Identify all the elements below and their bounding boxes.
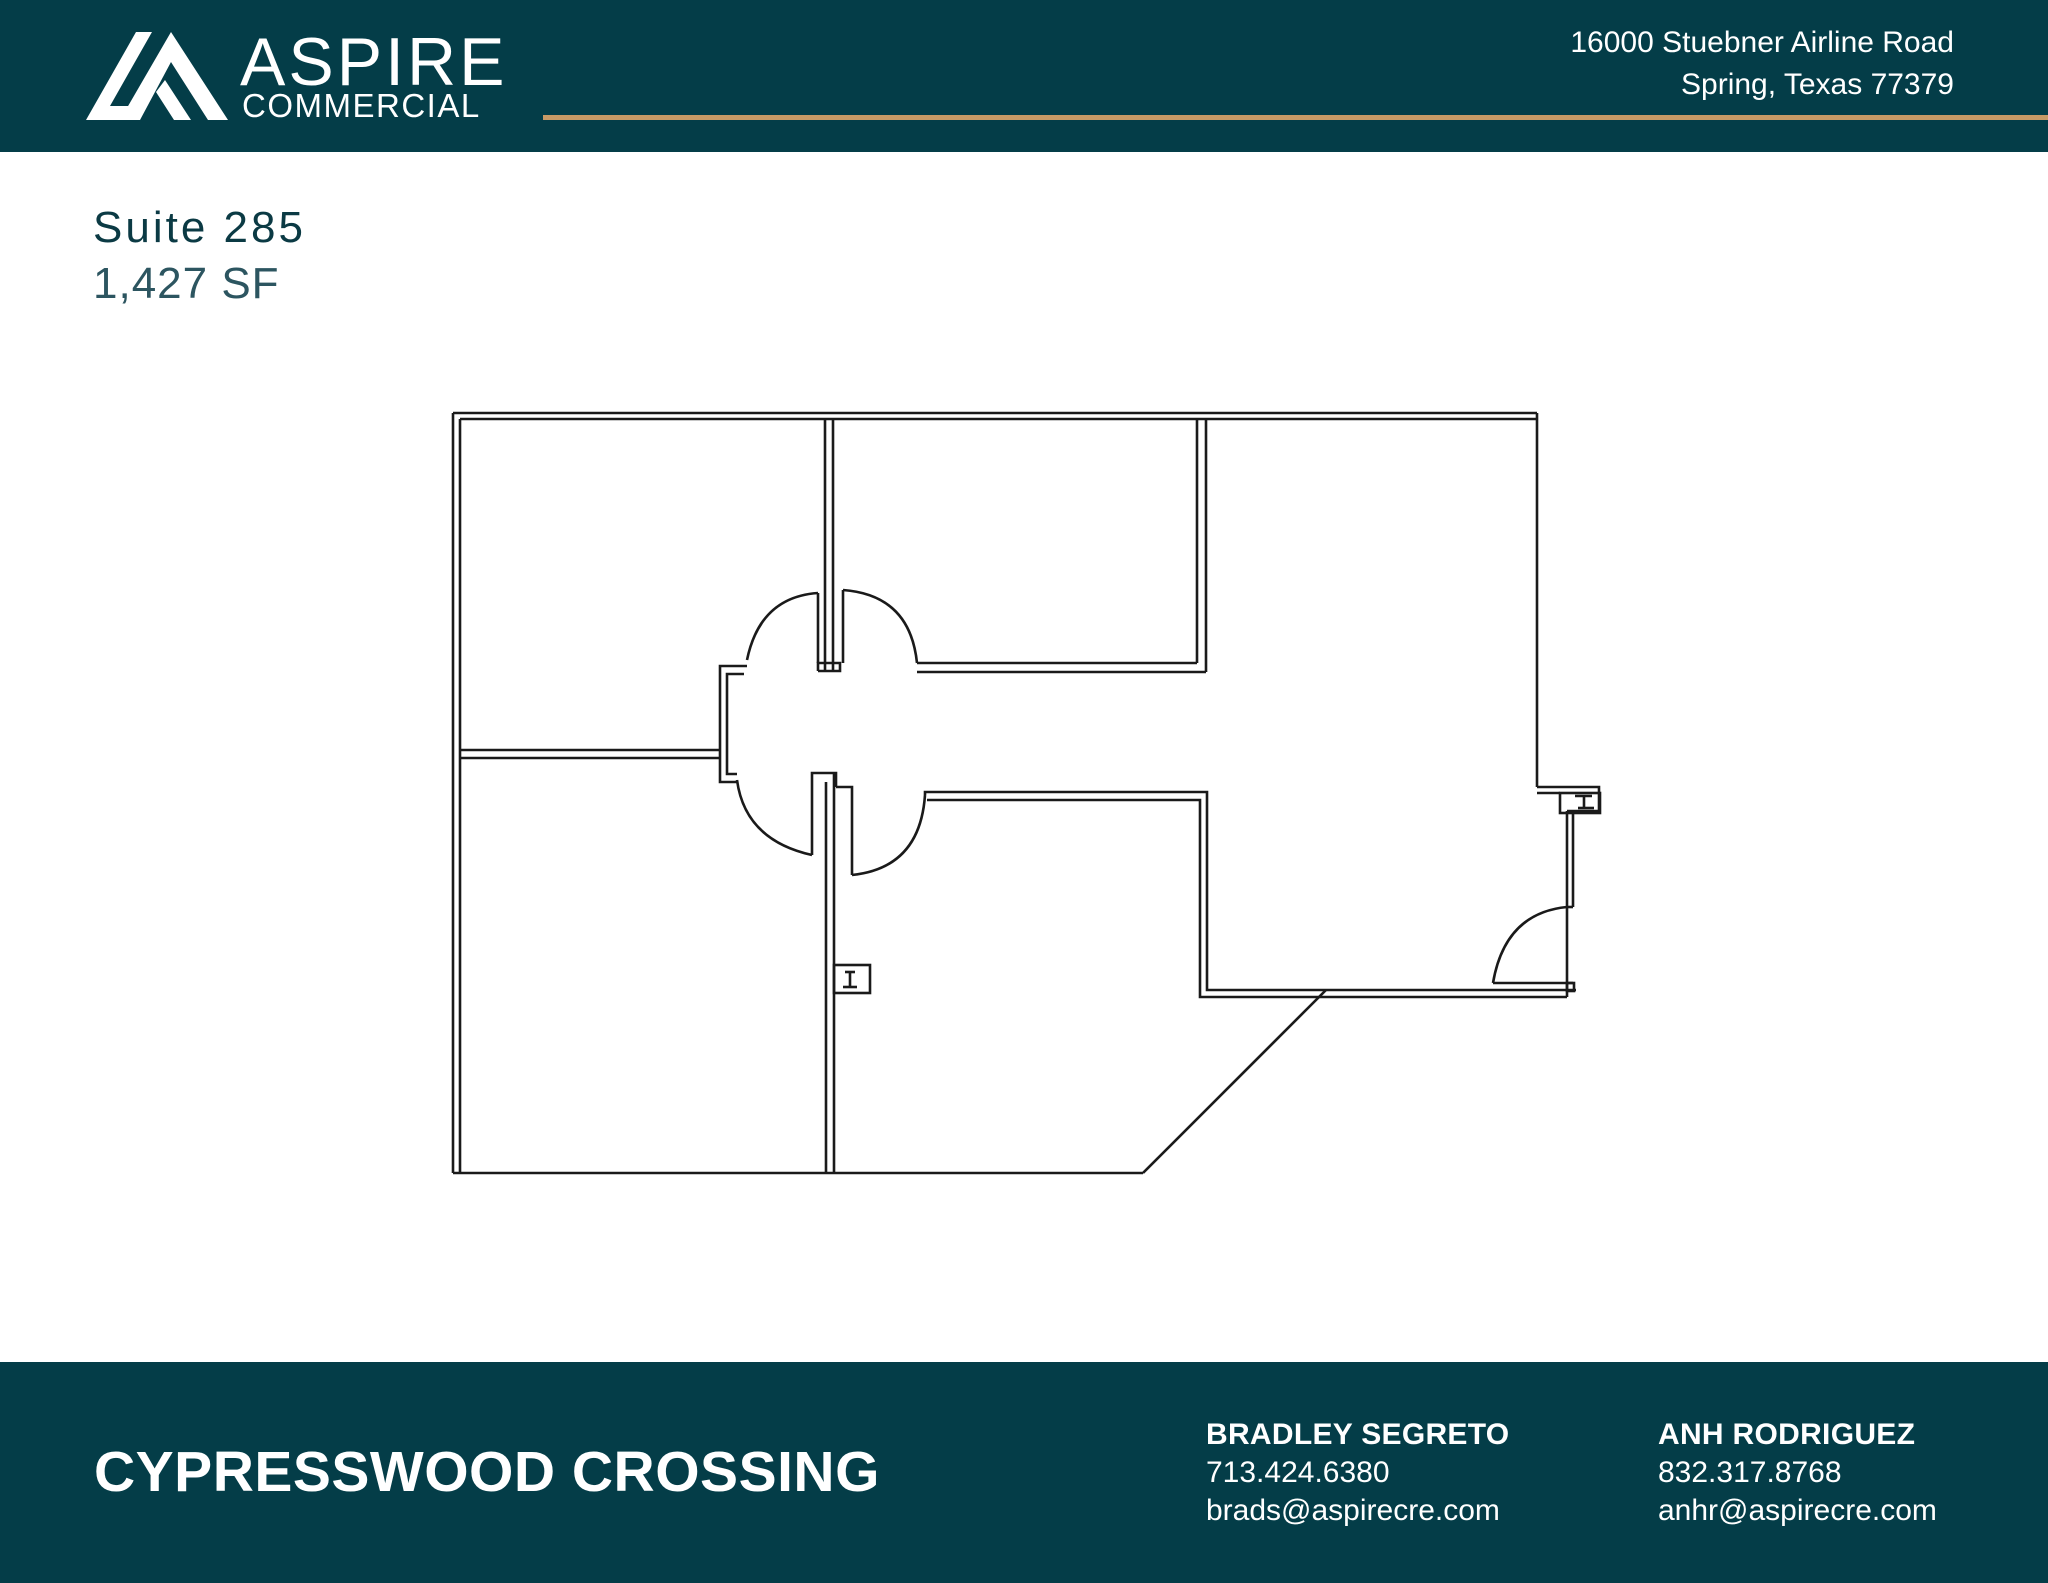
- contact-card: ANH RODRIGUEZ 832.317.8768 anhr@aspirecr…: [1658, 1416, 1937, 1530]
- address-line-1: 16000 Stuebner Airline Road: [1570, 26, 1954, 59]
- contact-name: ANH RODRIGUEZ: [1658, 1418, 1916, 1451]
- address-line-2: Spring, Texas 77379: [1681, 68, 1954, 101]
- brand-name: ASPIRE: [240, 24, 508, 100]
- suite-info: Suite 285 1,427 SF: [93, 200, 306, 312]
- accent-divider: [543, 115, 2048, 120]
- suite-title: Suite 285: [93, 203, 306, 252]
- contact-phone[interactable]: 832.317.8768: [1658, 1456, 1842, 1489]
- contact-card: BRADLEY SEGRETO 713.424.6380 brads@aspir…: [1206, 1416, 1509, 1530]
- suite-area: 1,427 SF: [93, 259, 280, 308]
- contact-phone[interactable]: 713.424.6380: [1206, 1456, 1390, 1489]
- property-address: 16000 Stuebner Airline Road Spring, Texa…: [1570, 22, 1954, 106]
- contact-email[interactable]: anhr@aspirecre.com: [1658, 1494, 1937, 1527]
- brand-subtitle: COMMERCIAL: [242, 87, 481, 124]
- contact-email[interactable]: brads@aspirecre.com: [1206, 1494, 1500, 1527]
- brand-logo: ASPIRE COMMERCIAL: [86, 26, 504, 125]
- header-bar: ASPIRE COMMERCIAL 16000 Stuebner Airline…: [0, 0, 2048, 152]
- footer-bar: CYPRESSWOOD CROSSING BRADLEY SEGRETO 713…: [0, 1362, 2048, 1583]
- property-name: CYPRESSWOOD CROSSING: [94, 1440, 880, 1504]
- aspire-mountain-logo-icon: [86, 32, 228, 120]
- contact-name: BRADLEY SEGRETO: [1206, 1418, 1510, 1451]
